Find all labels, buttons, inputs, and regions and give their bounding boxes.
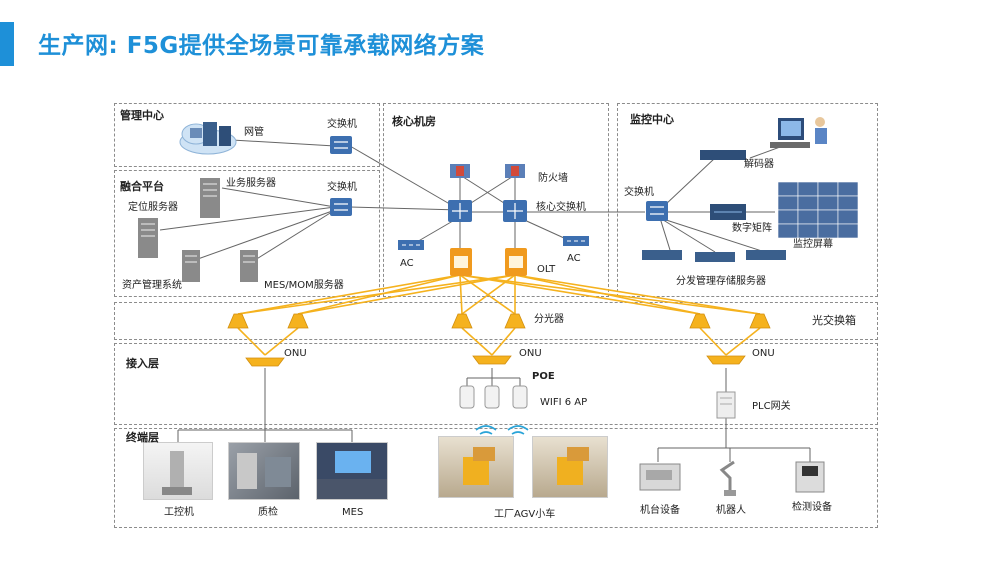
decoder-label: 解码器 [744, 159, 774, 170]
ac-icon-right [563, 236, 589, 246]
onu-left-label: ONU [284, 348, 307, 359]
inspection-device-icon [795, 461, 825, 493]
zone-core [383, 103, 609, 297]
core-switch-icon-right [503, 200, 527, 222]
agv-label: 工厂AGV小车 [494, 509, 556, 520]
title-accent-bar [0, 22, 14, 66]
biz-server-icon [200, 178, 220, 218]
switch-fusion-label: 交换机 [327, 182, 357, 193]
ac-right-label: AC [567, 253, 581, 264]
zone-terminal [114, 428, 878, 528]
asset-system-label: 资产管理系统 [122, 280, 182, 291]
storage-label: 分发管理存储服务器 [676, 276, 766, 287]
matrix-label: 数字矩阵 [732, 223, 772, 234]
firewall-icon-right [505, 164, 525, 178]
loc-server-icon [138, 218, 158, 258]
splitter-icons [227, 313, 771, 329]
firewall-label: 防火墙 [538, 173, 568, 184]
inspect-label: 检测设备 [792, 502, 832, 513]
switch-monitor-label: 交换机 [624, 187, 654, 198]
zone-access [114, 343, 878, 425]
firewall-icon-left [450, 164, 470, 178]
wifi-signal-icons [475, 425, 529, 435]
ac-left-label: AC [400, 258, 414, 269]
mes-server-icon [240, 250, 258, 282]
digital-matrix-icon [710, 204, 746, 220]
onu-right-label: ONU [752, 348, 775, 359]
wifi-ap-icons [459, 385, 528, 409]
machine-device-icon [639, 463, 681, 491]
plc-gateway-icon [716, 391, 736, 419]
switch-mgmt-label: 交换机 [327, 119, 357, 130]
machine-label: 机台设备 [640, 505, 680, 516]
zone-monitor [617, 103, 878, 297]
page-title: 生产网: F5G提供全场景可靠承载网络方案 [38, 33, 485, 59]
mes-server-label: MES/MOM服务器 [264, 280, 344, 291]
robot-label: 机器人 [716, 505, 746, 516]
zone-label-terminal: 终端层 [126, 431, 159, 444]
biz-server-label: 业务服务器 [226, 178, 276, 189]
ac-icon-left [398, 240, 424, 250]
agv-photo-left [438, 436, 514, 498]
zone-management [114, 103, 380, 167]
ipc-label: 工控机 [164, 507, 194, 518]
olt-icon-right [505, 248, 527, 276]
poe-label: POE [532, 371, 555, 382]
netmgmt-cloud-icon [179, 122, 237, 155]
operator-workstation-icon [770, 117, 827, 148]
zone-label-access: 接入层 [126, 357, 159, 370]
monitor-wall-icon [777, 181, 859, 239]
zone-label-optical: 光交换箱 [812, 314, 856, 327]
olt-icon-left [450, 248, 472, 276]
netmgmt-label: 网管 [244, 127, 264, 138]
decoder-icon [700, 150, 746, 160]
robot-icon [719, 460, 736, 496]
ipc-photo [143, 442, 213, 500]
splitter-label: 分光器 [534, 314, 564, 325]
zone-label-monitor: 监控中心 [630, 113, 674, 126]
agv-photo-right [532, 436, 608, 498]
mes-label: MES [342, 507, 364, 518]
switch-icon-monitor [646, 201, 668, 221]
asset-server-icon [182, 250, 200, 282]
zone-label-fusion: 融合平台 [120, 180, 164, 193]
zone-label-core: 核心机房 [392, 115, 436, 128]
zone-fusion [114, 170, 380, 297]
screen-label: 监控屏幕 [793, 239, 833, 250]
onu-icons [245, 355, 746, 367]
mes-photo [316, 442, 388, 500]
zone-label-management: 管理中心 [120, 109, 164, 122]
zone-optical [114, 302, 878, 340]
storage-server-icons [642, 250, 786, 262]
onu-mid-label: ONU [519, 348, 542, 359]
core-switch-label: 核心交换机 [536, 202, 586, 213]
qc-photo [228, 442, 300, 500]
core-switch-icon-left [448, 200, 472, 222]
loc-server-label: 定位服务器 [128, 202, 178, 213]
switch-icon-mgmt [330, 136, 352, 154]
olt-label: OLT [537, 264, 556, 275]
fiber-links [237, 274, 761, 356]
qc-label: 质检 [258, 507, 278, 518]
plc-label: PLC网关 [752, 401, 791, 412]
wifi-label: WIFI 6 AP [540, 397, 588, 408]
switch-icon-fusion [330, 198, 352, 216]
